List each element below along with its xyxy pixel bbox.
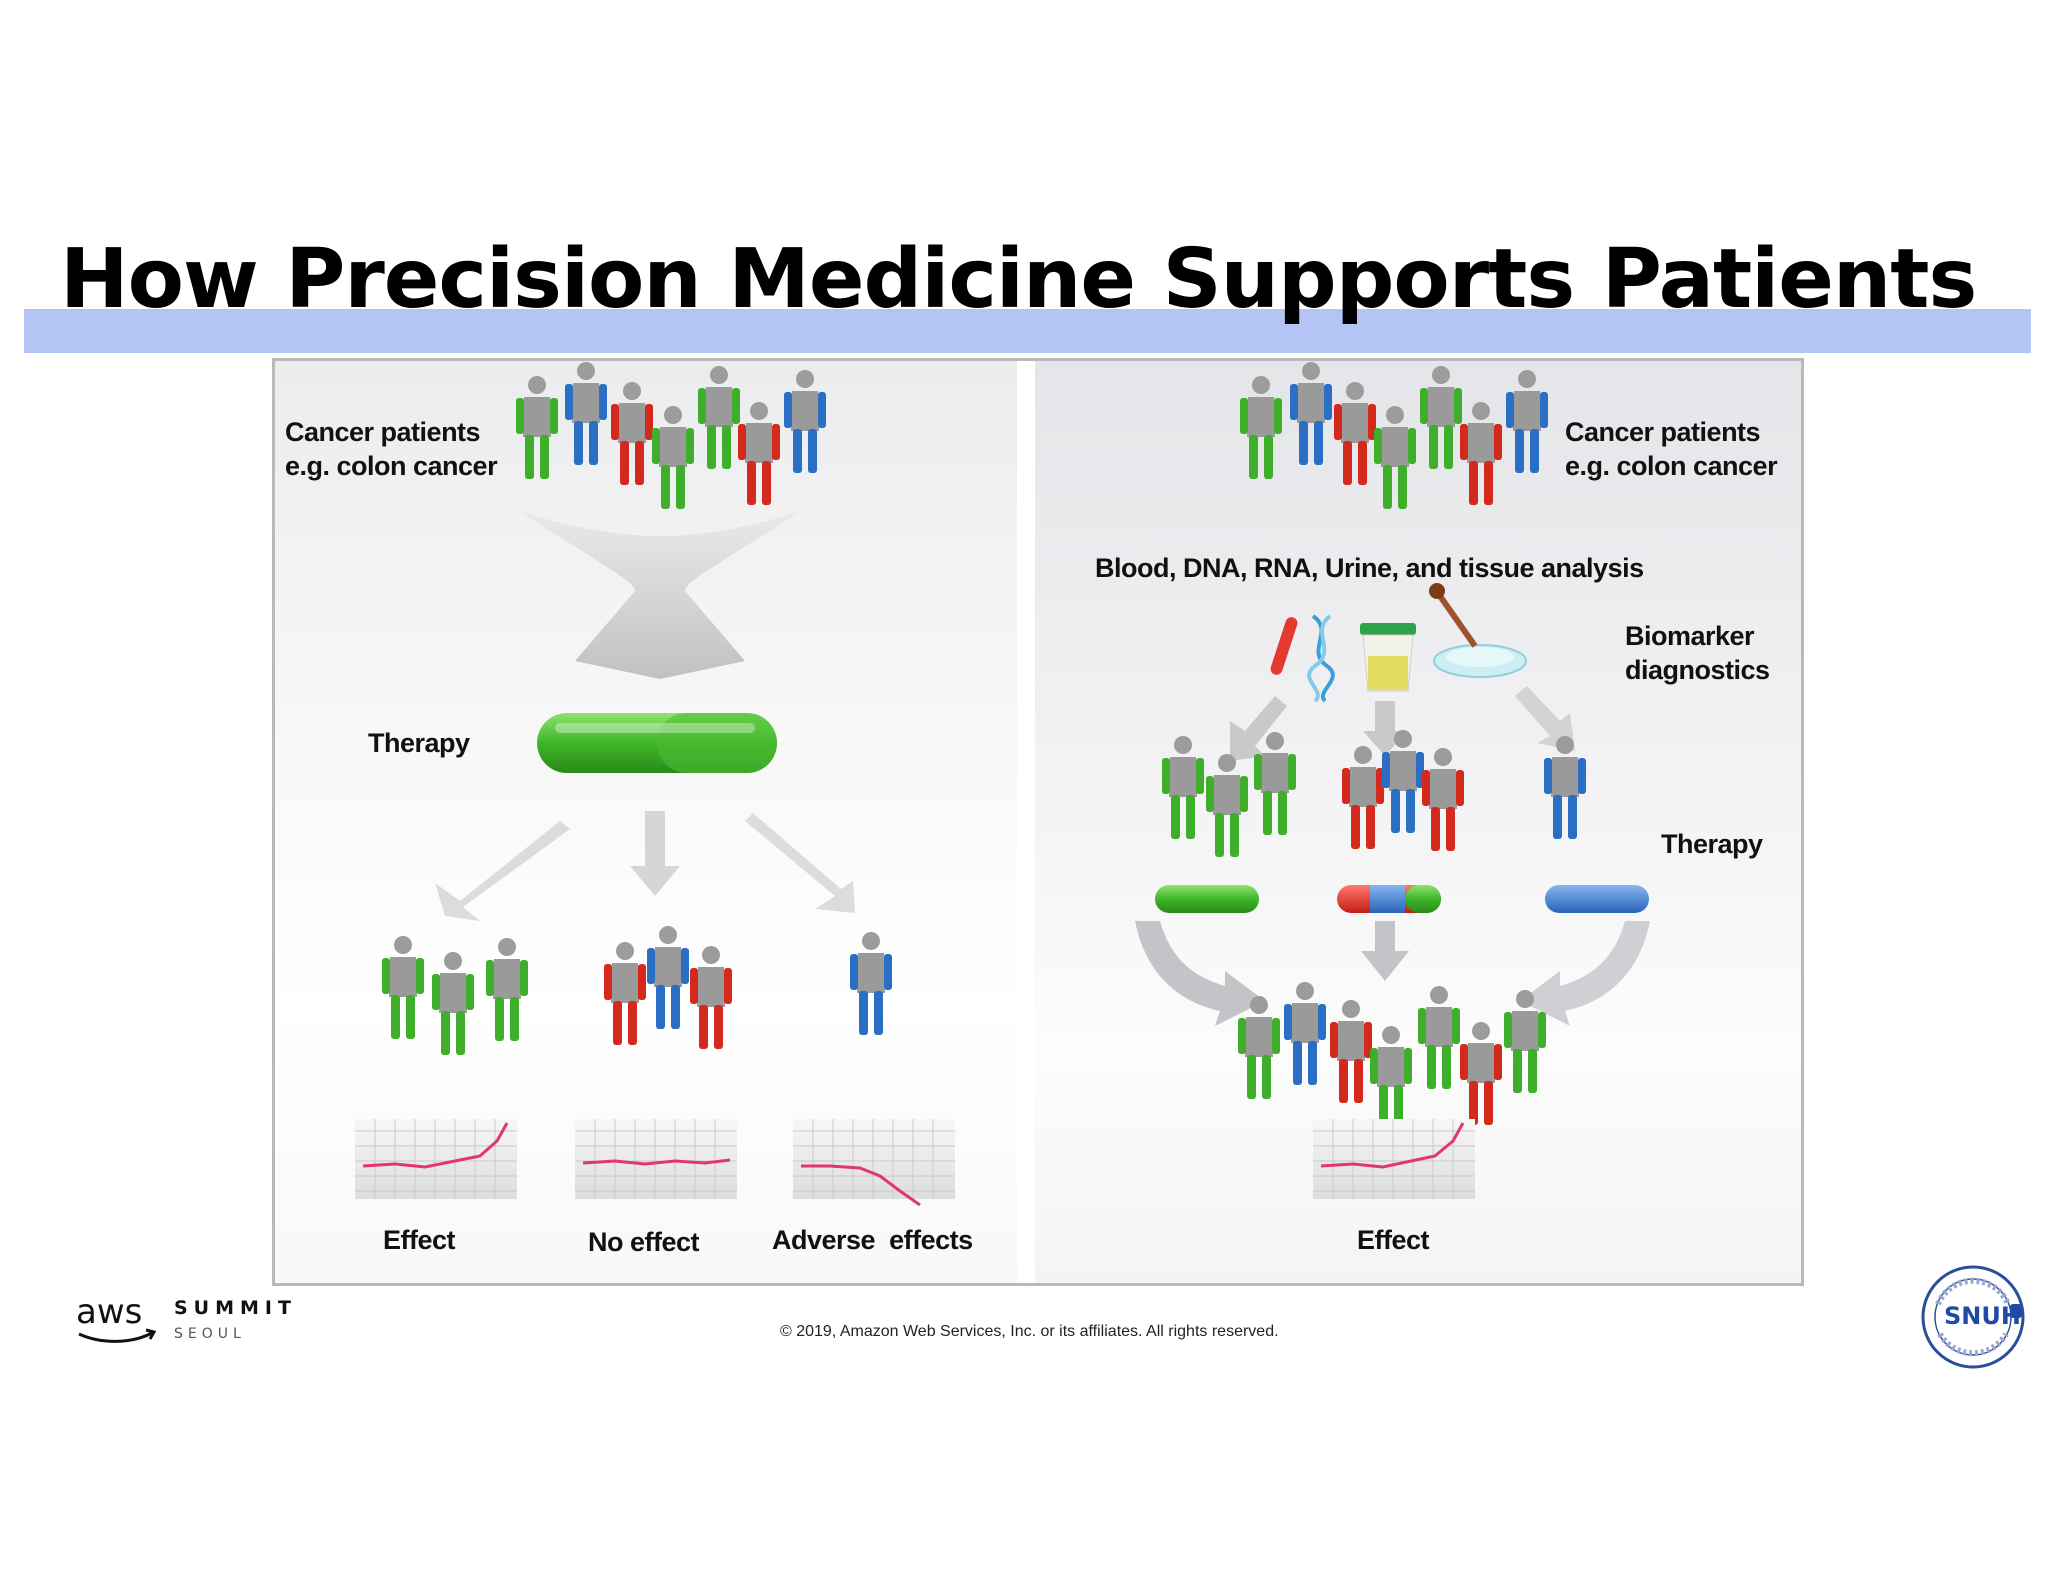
biomarker-label-line1: Biomarker — [1625, 621, 1755, 651]
stratified-green-group — [1162, 732, 1296, 857]
pill-blue — [1545, 885, 1649, 913]
slide-title: How Precision Medicine Supports Patients — [60, 232, 1977, 327]
left-therapy-label: Therapy — [368, 728, 470, 758]
right-patients-label-line2: e.g. colon cancer — [1565, 451, 1778, 481]
chart-no-effect — [575, 1119, 737, 1199]
outcome-adverse-label: Adverse effects — [772, 1225, 973, 1255]
left-patient-crowd — [516, 362, 826, 509]
aws-wordmark: aws — [76, 1292, 142, 1332]
left-patients-label-line2: e.g. colon cancer — [285, 451, 498, 481]
chart-adverse — [793, 1119, 955, 1207]
converge-arrow-right — [1520, 921, 1650, 1026]
urine-cup-icon — [1360, 623, 1416, 692]
no-effect-group — [604, 926, 732, 1049]
title-band — [24, 309, 2031, 353]
outcome-no-effect-label: No effect — [588, 1227, 700, 1257]
pill-red-blue-green — [1337, 885, 1441, 913]
biomarker-label-line2: diagnostics — [1625, 655, 1770, 685]
seoul-wordmark: SEOUL — [174, 1326, 246, 1342]
snuh-wordmark: SNUH — [1944, 1302, 2021, 1330]
summit-wordmark: SUMMIT — [174, 1297, 297, 1319]
right-result-crowd — [1238, 982, 1546, 1129]
copyright-notice: © 2019, Amazon Web Services, Inc. or its… — [780, 1323, 1279, 1340]
dna-icon — [1307, 614, 1335, 703]
arrow-effect — [435, 821, 570, 921]
chart-right-effect — [1313, 1119, 1475, 1199]
panel-divider — [1017, 361, 1035, 1283]
converge-arrow-middle — [1361, 921, 1409, 981]
diagram-art — [355, 362, 1650, 1207]
arrow-no-effect — [630, 811, 680, 896]
right-arrow-middle — [1363, 701, 1407, 756]
right-patient-crowd — [1240, 362, 1548, 509]
right-patients-label-line1: Cancer patients — [1565, 417, 1761, 447]
left-patients-label-line1: Cancer patients — [285, 417, 481, 447]
aws-summit-logo: aws SUMMIT SEOUL — [76, 1292, 297, 1343]
stratified-mixed-group — [1342, 730, 1464, 851]
right-therapy-label: Therapy — [1661, 829, 1763, 859]
outcome-effect-label: Effect — [383, 1225, 456, 1255]
left-down-arrow — [520, 511, 800, 679]
effect-group — [382, 936, 528, 1055]
adverse-group — [850, 932, 892, 1035]
analysis-label: Blood, DNA, RNA, Urine, and tissue analy… — [1095, 553, 1644, 583]
pill-green — [1155, 885, 1259, 913]
converge-arrow-left — [1135, 921, 1265, 1026]
right-arrow-left — [1230, 696, 1287, 761]
chart-effect — [355, 1119, 517, 1199]
right-arrow-right — [1515, 686, 1575, 751]
right-outcome-effect-label: Effect — [1357, 1225, 1430, 1255]
arrow-adverse — [745, 813, 855, 913]
petri-dish-icon — [1429, 583, 1527, 678]
left-therapy-pill — [537, 713, 777, 773]
snuh-seal-logo: SNUH — [1921, 1265, 2025, 1369]
stratified-blue-group — [1544, 736, 1586, 839]
test-tube-icon — [1270, 617, 1298, 675]
precision-medicine-figure: Cancer patients e.g. colon cancer Therap… — [272, 358, 1804, 1286]
